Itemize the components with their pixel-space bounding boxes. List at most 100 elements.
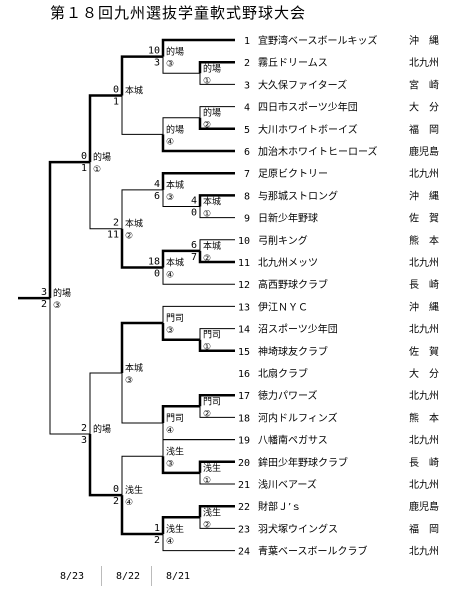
match-number: ④	[166, 537, 174, 547]
match-number: ①	[203, 210, 211, 220]
bracket-line	[121, 189, 163, 229]
bracket-line	[198, 194, 235, 207]
bracket-line	[161, 405, 200, 423]
team-number: 24	[238, 547, 250, 558]
match-number: ②	[203, 121, 211, 131]
bracket-line	[162, 117, 200, 135]
bracket-line	[161, 456, 200, 475]
match-venue: 本城	[166, 257, 184, 269]
match-score: 10	[148, 46, 160, 57]
team-name: 沼スポーツ少年団	[258, 323, 338, 336]
team-name: 四日市スポーツ少年団	[258, 101, 358, 114]
bracket-line	[162, 533, 235, 552]
team-name: 高西野球クラブ	[258, 278, 328, 291]
bracket-line	[161, 249, 200, 268]
match-number: ②	[203, 254, 211, 264]
bracket-line	[198, 339, 235, 353]
match-number: ②	[203, 520, 211, 530]
team-number: 8	[244, 191, 250, 202]
match-venue: 浅生	[166, 523, 184, 535]
team-prefecture: 北九州	[409, 257, 439, 269]
team-name: 宜野湾ベースボールキッズ	[258, 34, 378, 47]
match-venue: 的場	[93, 151, 111, 163]
match-number: ③	[125, 376, 133, 386]
team-number: 16	[238, 369, 250, 380]
bracket-line	[161, 171, 235, 190]
match-score: 3	[41, 287, 47, 298]
bracket-line	[88, 434, 122, 497]
team-name: 財部Ｊ’ｓ	[258, 500, 301, 513]
team-number: 13	[238, 302, 250, 313]
bracket-line	[120, 228, 163, 269]
team-name: 霧丘ドリームス	[258, 57, 328, 69]
bracket-line	[199, 517, 235, 529]
bracket-line	[121, 95, 163, 135]
match-venue: 浅生	[166, 445, 184, 457]
team-number: 18	[238, 413, 250, 424]
team-prefecture: 沖 縄	[409, 34, 439, 47]
team-prefecture: 北九州	[409, 57, 439, 69]
team-number: 19	[238, 436, 250, 447]
bracket-line	[199, 106, 235, 118]
bracket-line	[198, 60, 235, 74]
team-name: 弓削キング	[258, 234, 308, 247]
team-prefecture: 北九州	[409, 546, 439, 558]
team-prefecture: 沖 縄	[409, 189, 439, 202]
date-final: 8/23	[60, 571, 85, 582]
match-score: 7	[191, 252, 197, 263]
team-number: 1	[244, 36, 250, 47]
team-prefecture: 鹿児島	[409, 500, 439, 513]
team-number: 6	[244, 147, 250, 158]
bracket-line	[198, 504, 235, 518]
match-venue: 門司	[203, 330, 221, 341]
bracket-line	[120, 55, 163, 96]
team-prefecture: 長 崎	[409, 278, 439, 291]
match-score: 6	[191, 240, 197, 251]
team-name: 鉾田少年野球クラブ	[258, 456, 348, 469]
bracket-line	[162, 56, 200, 74]
match-number: ①	[203, 343, 211, 353]
match-venue: 浅生	[203, 462, 221, 474]
match-score: 11	[107, 230, 119, 241]
bracket-line	[161, 38, 235, 57]
match-number: ④	[166, 426, 174, 436]
match-venue: 的場	[203, 62, 221, 74]
team-prefecture: 北九州	[409, 479, 439, 491]
bracket-line	[199, 239, 235, 251]
team-name: 与那城ストロング	[258, 189, 338, 202]
match-score: 2	[113, 496, 119, 507]
match-number: ①	[203, 476, 211, 486]
match-number: ④	[166, 271, 174, 281]
match-score: 0	[191, 208, 197, 219]
team-number: 3	[244, 80, 250, 91]
match-score: 2	[41, 299, 47, 310]
team-name: 青葉ベースボールクラブ	[258, 545, 368, 558]
team-name: 徳力パワーズ	[258, 389, 318, 402]
team-prefecture: 北九州	[409, 390, 439, 402]
match-number: ④	[166, 137, 174, 147]
team-name: 浅川ベアーズ	[258, 478, 317, 491]
match-score: 0	[113, 484, 119, 495]
bracket-line	[199, 328, 235, 340]
match-venue: 的場	[53, 287, 71, 299]
team-prefecture: 熊 本	[409, 411, 439, 424]
bracket-line	[198, 117, 235, 131]
match-venue: 的場	[93, 423, 111, 435]
team-prefecture: 福 岡	[409, 123, 439, 136]
match-venue: 本城	[203, 196, 221, 208]
match-venue: 本城	[125, 218, 143, 230]
bracket-line	[198, 250, 235, 264]
team-prefecture: 佐 賀	[409, 213, 439, 225]
match-score: 2	[81, 423, 87, 434]
bracket-line	[161, 516, 200, 534]
team-name: 大川ホワイトボーイズ	[258, 123, 358, 136]
team-number: 12	[238, 280, 250, 291]
match-venue: 的場	[203, 107, 221, 119]
team-prefecture: 熊 本	[409, 234, 439, 247]
team-name: 加治木ホワイトヒーローズ	[258, 145, 378, 158]
team-number: 21	[238, 480, 250, 491]
match-number: ③	[53, 301, 61, 311]
match-score: 3	[81, 435, 87, 446]
match-score: 0	[113, 85, 119, 96]
